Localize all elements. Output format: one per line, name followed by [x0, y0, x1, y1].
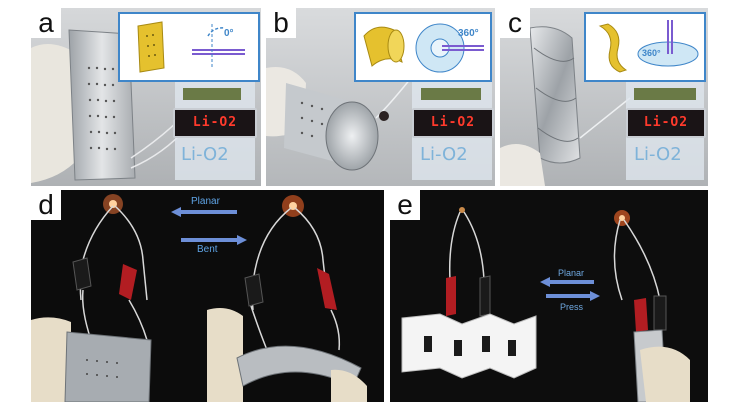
led-sign: Li-O2: [173, 108, 257, 138]
bent-arrow-label: Bent: [197, 244, 218, 255]
inset-diagram: 0°: [118, 12, 260, 82]
rolled-tube-icon: [363, 23, 484, 73]
panel-label: e: [390, 190, 420, 220]
panel-c: Li-O2 Li-O2 c 360°: [500, 8, 708, 186]
flat-sheet-icon: [137, 21, 245, 73]
inset-diagram: 360°: [354, 12, 492, 82]
inset-angle-label: 360°: [642, 48, 661, 58]
led-sign: Li-O2: [626, 108, 706, 138]
panel-d-photo: [31, 194, 367, 402]
panel-a: Li-O2 Li-O2 a 0°: [31, 8, 261, 186]
panel-label: b: [266, 8, 296, 38]
inset-diagram: 360°: [584, 12, 706, 82]
panel-b: Li-O2 Li-O2 b 360°: [266, 8, 495, 186]
led-stand-text: Li-O2: [420, 144, 468, 165]
planar-arrow-label: Planar: [191, 196, 220, 207]
panel-label: d: [31, 190, 61, 220]
panel-e: Planar Press e: [390, 190, 708, 402]
panel-label: a: [31, 8, 61, 38]
panel-d: Planar Bent d: [31, 190, 384, 402]
twisted-sheet-icon: [598, 20, 699, 73]
led-sign: Li-O2: [412, 108, 494, 138]
led-stand-text: Li-O2: [181, 144, 229, 165]
planar-arrow-label: Planar: [558, 268, 585, 278]
led-stand-text: Li-O2: [634, 144, 682, 165]
inset-angle-label: 360°: [458, 28, 479, 39]
inset-angle-label: 0°: [224, 28, 234, 39]
panel-e-photo: [401, 207, 690, 402]
press-arrow-label: Press: [560, 302, 584, 312]
panel-label: c: [500, 8, 530, 38]
